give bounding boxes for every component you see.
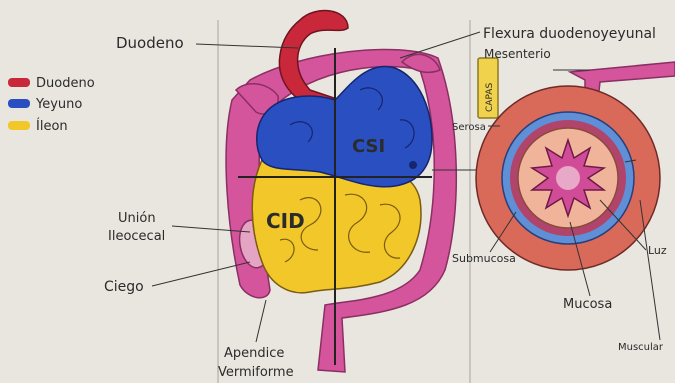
- label-apendice-line2: Vermiforme: [218, 365, 294, 380]
- legend-swatch-yeyuno: [8, 99, 30, 108]
- label-submucosa: Submucosa: [452, 252, 516, 265]
- label-ciego: Ciego: [104, 279, 144, 295]
- legend-swatch-duodeno: [8, 78, 30, 87]
- lumen-center: [556, 166, 580, 190]
- legend-label-ileon: Íleon: [36, 118, 68, 134]
- legend-label-duodeno: Duodeno: [36, 76, 95, 91]
- flexura-point: [409, 161, 417, 169]
- label-union-line1: Unión: [118, 211, 156, 226]
- legend-swatch-ileon: [8, 121, 30, 130]
- pointer-flexura: [400, 32, 480, 58]
- label-muscular: Muscular: [618, 342, 664, 353]
- pointer-ciego: [152, 262, 250, 286]
- label-apendice-line1: Apendice: [224, 346, 284, 361]
- label-mesenterio: Mesenterio: [484, 47, 551, 61]
- label-serosa: Serosa: [452, 122, 486, 133]
- legend-label-yeyuno: Yeyuno: [35, 97, 82, 112]
- label-union-line2: Ileocecal: [108, 229, 165, 244]
- label-flexura: Flexura duodenoyeyunal: [483, 26, 656, 42]
- label-mucosa: Mucosa: [563, 297, 612, 312]
- label-luz: Luz: [648, 244, 667, 257]
- quadrant-label-cid: CID: [266, 209, 305, 233]
- label-capas: CAPAS: [485, 83, 495, 112]
- pointer-apendice: [256, 300, 266, 342]
- label-duodeno: Duodeno: [116, 34, 184, 52]
- cross-section: CAPAS Mesenterio Serosa Submucosa Mucosa…: [452, 47, 675, 353]
- quadrant-label-csi: CSI: [352, 136, 385, 157]
- legend: Duodeno Yeyuno Íleon: [8, 76, 95, 134]
